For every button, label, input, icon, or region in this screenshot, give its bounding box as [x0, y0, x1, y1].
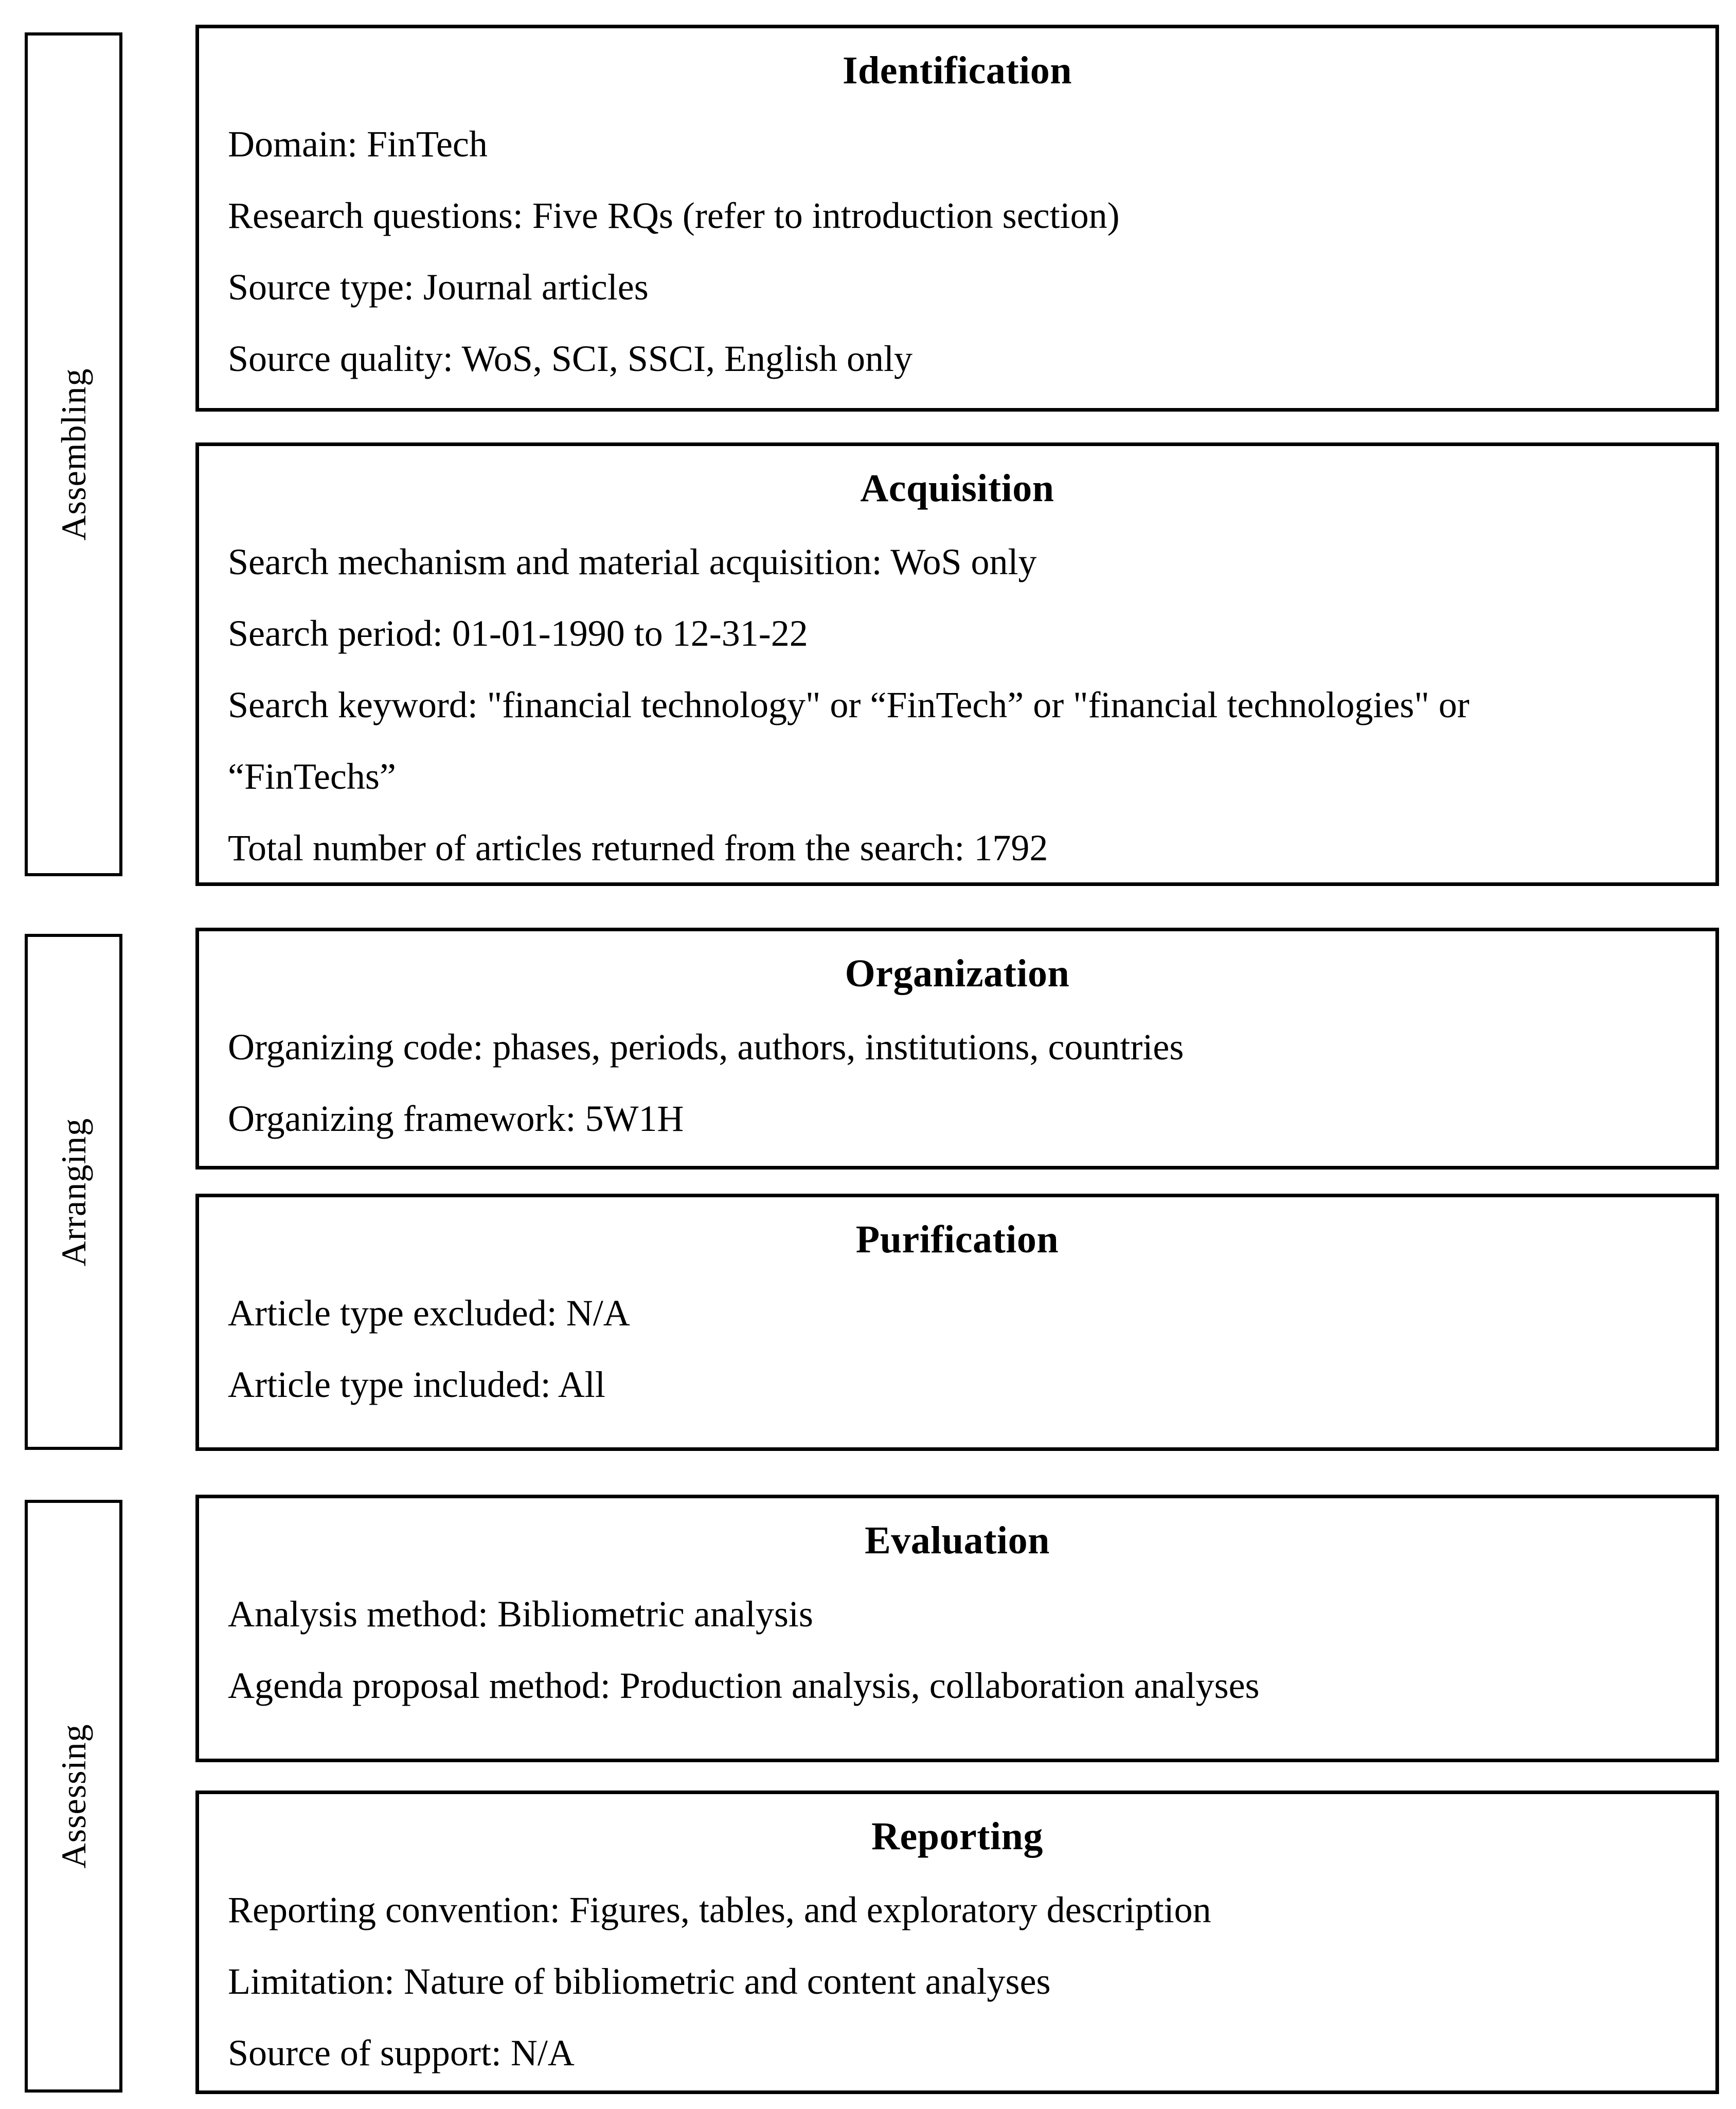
box-line: Article type included: All	[228, 1363, 605, 1405]
box-line: Total number of articles returned from t…	[228, 827, 1048, 869]
box-line: Research questions: Five RQs (refer to i…	[228, 194, 1120, 236]
box-line: Reporting convention: Figures, tables, a…	[228, 1889, 1211, 1930]
box-lines-identification: Domain: FinTech Research questions: Five…	[199, 90, 1715, 395]
content-box-identification: Identification Domain: FinTech Research …	[195, 25, 1719, 412]
box-column-assembling: Identification Domain: FinTech Research …	[195, 0, 1719, 916]
box-lines-purification: Article type excluded: N/A Article type …	[199, 1259, 1715, 1421]
phase-label-assessing: Assessing	[54, 1724, 93, 1869]
content-box-acquisition: Acquisition Search mechanism and materia…	[195, 442, 1719, 886]
box-line: Limitation: Nature of bibliometric and c…	[228, 1960, 1051, 2002]
box-line: Source type: Journal articles	[228, 266, 649, 308]
phase-bracket-assessing: Assessing	[25, 1500, 122, 2093]
box-line: Search period: 01-01-1990 to 12-31-22	[228, 612, 808, 654]
box-column-assessing: Evaluation Analysis method: Bibliometric…	[195, 0, 1719, 2109]
box-lines-reporting: Reporting convention: Figures, tables, a…	[199, 1856, 1715, 2089]
phase-label-arranging: Arranging	[54, 1118, 93, 1266]
box-line: Agenda proposal method: Production analy…	[228, 1664, 1260, 1706]
box-line: Organizing framework: 5W1H	[228, 1097, 684, 1139]
box-title-purification: Purification	[855, 1218, 1059, 1261]
box-line: Source quality: WoS, SCI, SSCI, English …	[228, 338, 912, 379]
box-title-evaluation: Evaluation	[865, 1519, 1050, 1562]
box-title-identification: Identification	[842, 49, 1072, 92]
box-lines-acquisition: Search mechanism and material acquisitio…	[199, 508, 1715, 884]
content-box-reporting: Reporting Reporting convention: Figures,…	[195, 1791, 1719, 2094]
box-title-acquisition: Acquisition	[860, 467, 1054, 510]
content-box-purification: Purification Article type excluded: N/A …	[195, 1194, 1719, 1451]
box-lines-organization: Organizing code: phases, periods, author…	[199, 993, 1715, 1155]
box-line: Search mechanism and material acquisitio…	[228, 541, 1037, 582]
box-title-reporting: Reporting	[871, 1815, 1043, 1858]
box-line: Search keyword: "financial technology" o…	[228, 684, 1479, 797]
box-line: Organizing code: phases, periods, author…	[228, 1026, 1184, 1068]
box-line: Article type excluded: N/A	[228, 1292, 630, 1334]
box-line: Analysis method: Bibliometric analysis	[228, 1593, 813, 1635]
phase-bracket-assembling: Assembling	[25, 32, 122, 876]
phase-bracket-arranging: Arranging	[25, 934, 122, 1450]
content-box-evaluation: Evaluation Analysis method: Bibliometric…	[195, 1495, 1719, 1762]
box-lines-evaluation: Analysis method: Bibliometric analysis A…	[199, 1560, 1715, 1722]
box-line: Source of support: N/A	[228, 2032, 575, 2073]
content-box-organization: Organization Organizing code: phases, pe…	[195, 928, 1719, 1169]
box-column-arranging: Organization Organizing code: phases, pe…	[195, 0, 1719, 1492]
phase-label-assembling: Assembling	[54, 368, 93, 541]
box-line: Domain: FinTech	[228, 123, 488, 165]
box-title-organization: Organization	[845, 952, 1070, 995]
